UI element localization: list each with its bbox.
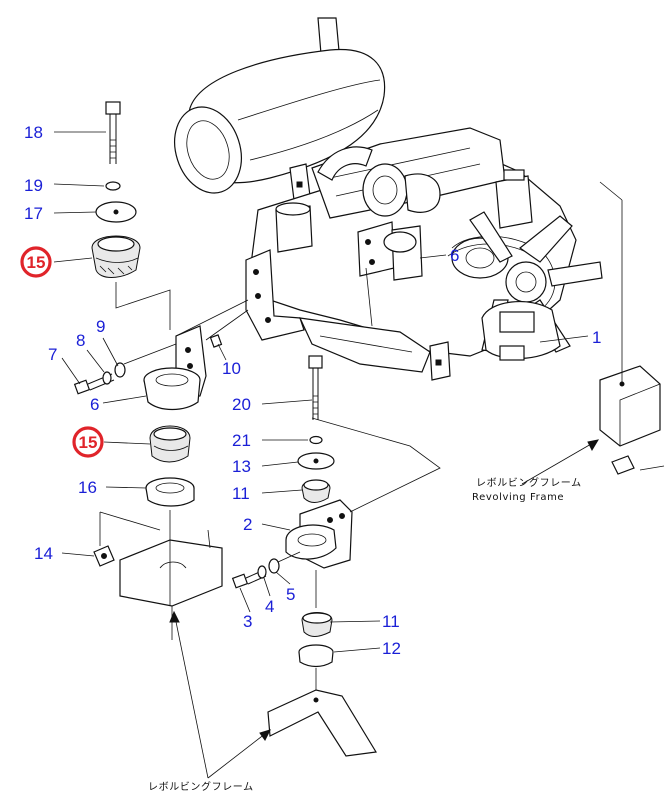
label-5: 5 (286, 585, 295, 604)
label-13: 13 (232, 457, 251, 476)
label-20: 20 (232, 395, 251, 414)
label-2: 2 (243, 515, 252, 534)
label-4: 4 (265, 597, 274, 616)
label-9: 9 (96, 317, 105, 336)
left-mount-bracket (143, 325, 223, 411)
label-19: 19 (24, 176, 43, 195)
engine-assembly (174, 17, 603, 381)
label-14: 14 (34, 544, 53, 563)
revolving-frame-right-jp: レボルビングフレーム (476, 476, 582, 489)
mount-bracket-right (357, 221, 423, 281)
leader-lines (53, 131, 589, 653)
label-6-right: 6 (450, 246, 459, 265)
right-frame-piece (599, 181, 665, 475)
left-lower-stack (93, 425, 223, 640)
callout-15-upper: 15 (20, 246, 52, 278)
label-6-left: 6 (90, 395, 99, 414)
revolving-frame-arrows (169, 439, 600, 779)
label-7: 7 (48, 345, 57, 364)
label-16: 16 (78, 478, 97, 497)
label-8: 8 (76, 331, 85, 350)
label-18: 18 (24, 123, 43, 142)
center-stack (231, 355, 441, 757)
label-12: 12 (382, 639, 401, 658)
label-3: 3 (243, 612, 252, 631)
part-number-labels: 18 19 17 15 9 8 7 6 10 6 1 20 15 21 13 1… (20, 123, 601, 658)
label-11-upper: 11 (232, 484, 250, 503)
label-21: 21 (232, 431, 251, 450)
label-11-lower: 11 (382, 612, 400, 631)
annotations: レボルビングフレーム Revolving Frame レボルビングフレーム (148, 476, 582, 793)
left-upper-stack (91, 101, 141, 278)
label-10: 10 (222, 359, 241, 378)
left-bolt-set (73, 343, 177, 395)
revolving-frame-bottom-jp: レボルビングフレーム (148, 780, 254, 793)
label-15-lower: 15 (79, 433, 98, 452)
label-17: 17 (24, 204, 43, 223)
label-15-upper: 15 (27, 253, 46, 272)
callout-15-lower: 15 (72, 426, 104, 458)
label-1: 1 (592, 328, 601, 347)
revolving-frame-right-en: Revolving Frame (472, 492, 564, 503)
